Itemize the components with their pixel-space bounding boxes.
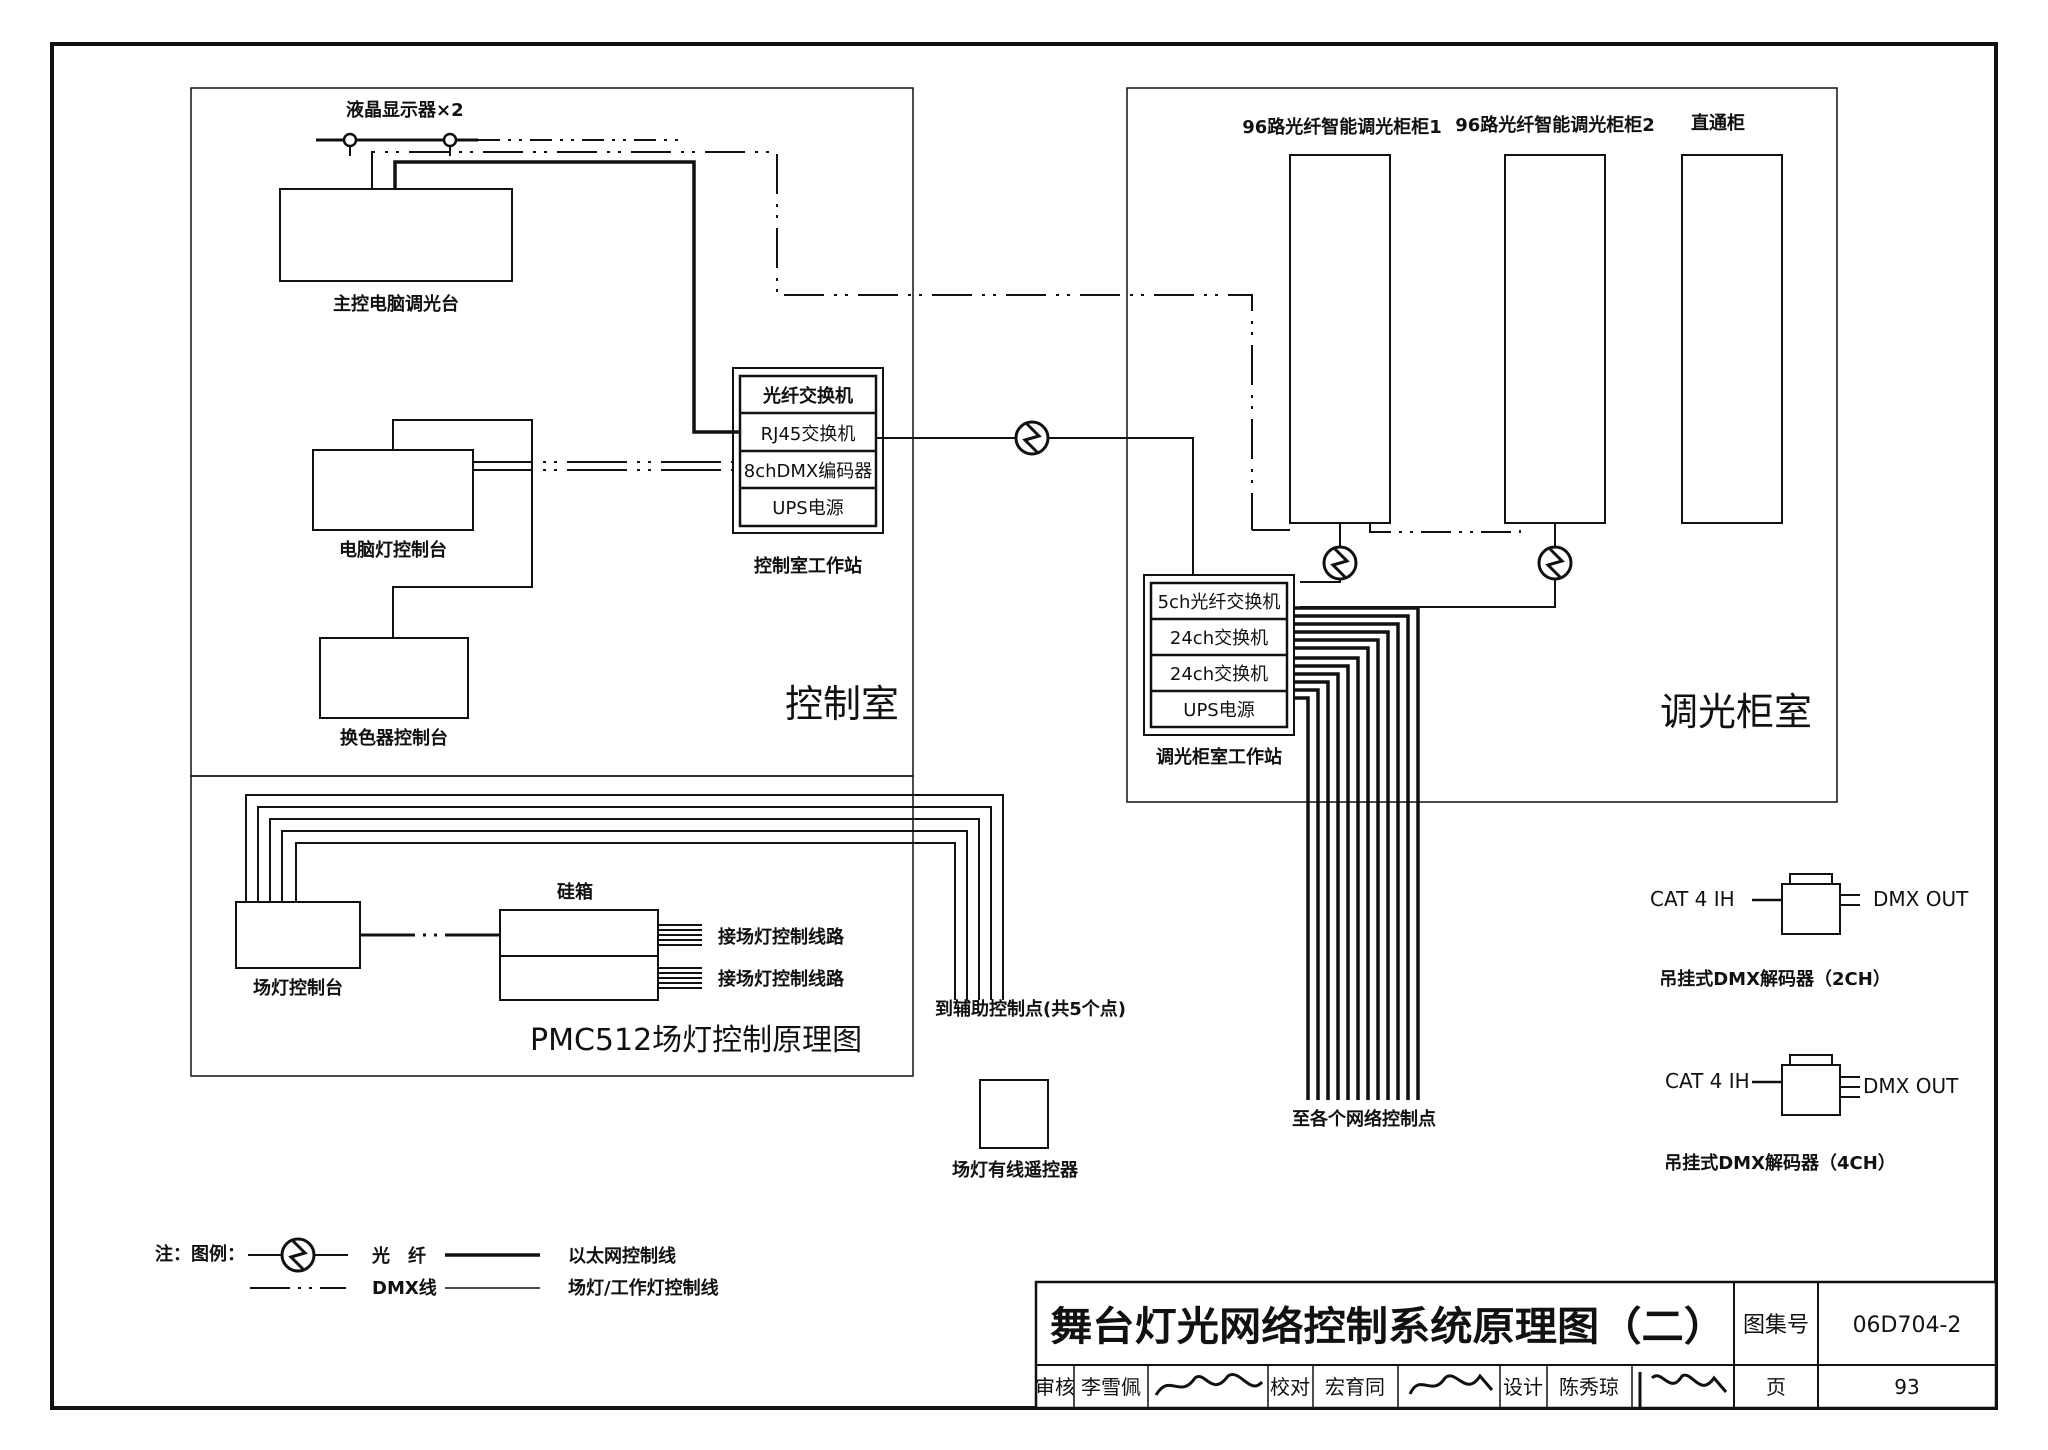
title-block: 舞台灯光网络控制系统原理图（二） 图集号 06D704-2 审核 李雪佩 校对 … <box>1034 1280 1998 1410</box>
silicon-box-label: 硅箱 <box>557 881 593 903</box>
silicon-box-lower <box>499 955 659 1001</box>
silicon-box-upper <box>499 909 659 957</box>
fiber-link-icon <box>1014 420 1050 456</box>
reviewer-signature <box>1154 1373 1264 1396</box>
main-console-box <box>279 188 513 282</box>
drawing-border <box>50 42 1998 1410</box>
cabinet2-label: 96路光纤智能调光柜柜2 <box>1455 114 1655 136</box>
lcd-connector-icon <box>342 132 358 148</box>
checker-signature <box>1408 1373 1494 1395</box>
checker-name: 宏育同 <box>1325 1375 1385 1399</box>
legend-note: 注：图例： <box>155 1243 245 1265</box>
wired-remote-label: 场灯有线遥控器 <box>952 1159 1079 1181</box>
decoder-2ch-output: DMX OUT <box>1873 887 1969 911</box>
decoder-2ch-label: 吊挂式DMX解码器（2CH） <box>1659 968 1891 990</box>
field-line-label-2: 接场灯控制线路 <box>718 968 845 990</box>
dmx-decoder-2ch: CAT 4 IH DMX OUT 吊挂式DMX解码器（2CH） <box>1650 873 1969 990</box>
review-label: 审核 <box>1035 1375 1075 1399</box>
field-light-console-box <box>235 901 361 969</box>
direct-cabinet-label: 直通柜 <box>1691 112 1745 134</box>
page-label: 页 <box>1766 1375 1786 1399</box>
legend-fiber-icon <box>280 1237 316 1273</box>
decoder-4ch-output: DMX OUT <box>1863 1074 1959 1098</box>
page-number: 93 <box>1894 1375 1919 1399</box>
dimmer-cabinet-1 <box>1289 154 1391 524</box>
legend-ethernet: 以太网控制线 <box>568 1245 676 1267</box>
cabinet1-label: 96路光纤智能调光柜柜1 <box>1242 116 1442 138</box>
main-console-label: 主控电脑调光台 <box>333 293 459 315</box>
lcd-label: 液晶显示器×2 <box>346 99 464 121</box>
atlas-label: 图集号 <box>1743 1313 1809 1338</box>
dimmer-room-workstation: 5ch光纤交换机 24ch交换机 24ch交换机 UPS电源 调光柜室工作站 <box>1143 574 1295 768</box>
pmc-panel: 场灯控制台 硅箱 接场灯控制线路 接场灯控制线路 到辅助控制点(共5个点) PM… <box>235 794 1126 1181</box>
control-room-region: 控制室 <box>190 87 914 1077</box>
dimmer-room-region: 调光柜室 96路光纤智能调光柜柜1 96路光纤智能调光柜柜2 直通柜 5ch光纤… <box>1126 87 1838 1130</box>
lcd-monitors: 液晶显示器×2 <box>316 99 680 156</box>
workstation-row-rj45-switch: RJ45交换机 <box>761 424 856 445</box>
field-line-label-1: 接场灯控制线路 <box>718 926 845 948</box>
decoder-4ch-label: 吊挂式DMX解码器（4CH） <box>1664 1152 1896 1174</box>
color-changer-console-label: 换色器控制台 <box>340 727 448 749</box>
wired-remote-box <box>979 1079 1049 1149</box>
color-changer-console-box <box>319 637 469 719</box>
drawing-title: 舞台灯光网络控制系统原理图（二） <box>1050 1304 1726 1350</box>
dimmer-ws-row-switch-a: 24ch交换机 <box>1170 628 1268 649</box>
dimmer-room-workstation-label: 调光柜室工作站 <box>1156 746 1282 768</box>
decoder-2ch-input: CAT 4 IH <box>1650 887 1735 911</box>
check-label: 校对 <box>1270 1375 1310 1399</box>
dimmer-ws-row-switch-b: 24ch交换机 <box>1170 664 1268 685</box>
cabinet1-fiber-icon <box>1322 545 1358 581</box>
computer-light-console-label: 电脑灯控制台 <box>339 539 447 561</box>
workstation-row-ups: UPS电源 <box>772 498 843 519</box>
dimmer-room-label: 调光柜室 <box>1660 690 1812 734</box>
design-label: 设计 <box>1503 1375 1543 1399</box>
legend-fiber: 光 纤 <box>371 1245 426 1267</box>
dmx-decoder-4ch: CAT 4 IH DMX OUT 吊挂式DMX解码器（4CH） <box>1664 1054 1959 1174</box>
control-room-workstation: 光纤交换机 RJ45交换机 8chDMX编码器 UPS电源 控制室工作站 <box>732 367 884 577</box>
computer-light-console-box <box>312 449 474 531</box>
network-points-label: 至各个网络控制点 <box>1292 1108 1436 1130</box>
atlas-number: 06D704-2 <box>1853 1313 1962 1338</box>
aux-control-label: 到辅助控制点(共5个点) <box>935 998 1126 1020</box>
control-room-wiring <box>371 151 1253 638</box>
decoder-4ch-input: CAT 4 IH <box>1665 1069 1750 1093</box>
dimmer-cabinet-2 <box>1504 154 1606 524</box>
network-cable-bundle <box>1294 606 1420 1100</box>
designer-signature <box>1638 1372 1728 1410</box>
reviewer-name: 李雪佩 <box>1081 1375 1141 1399</box>
cabinet2-fiber-icon <box>1537 545 1573 581</box>
field-line-fan-lower <box>658 967 702 989</box>
control-room-label: 控制室 <box>785 682 899 726</box>
dimmer-ws-row-fiber: 5ch光纤交换机 <box>1158 592 1281 613</box>
designer-name: 陈秀琼 <box>1559 1375 1619 1399</box>
dimmer-ws-row-ups: UPS电源 <box>1183 700 1254 721</box>
pmc-panel-boundary <box>190 775 914 1077</box>
aux-control-lines <box>245 794 1004 1000</box>
field-line-fan-upper <box>658 924 702 946</box>
workstation-row-dmx-encoder: 8chDMX编码器 <box>744 461 872 482</box>
lcd-connector-icon <box>442 132 458 148</box>
field-light-console-label: 场灯控制台 <box>253 977 343 999</box>
control-room-workstation-label: 控制室工作站 <box>754 555 862 577</box>
dimmer-room-boundary <box>1126 87 1838 803</box>
legend-dmx: DMX线 <box>372 1277 437 1299</box>
legend: 注：图例： 光 纤 DMX线 以太网控制线 场灯/工作灯控制线 <box>155 1237 719 1299</box>
workstation-row-fiber-switch: 光纤交换机 <box>762 385 853 407</box>
direct-cabinet <box>1681 154 1783 524</box>
legend-field: 场灯/工作灯控制线 <box>568 1277 719 1299</box>
pmc-title: PMC512场灯控制原理图 <box>530 1023 862 1058</box>
